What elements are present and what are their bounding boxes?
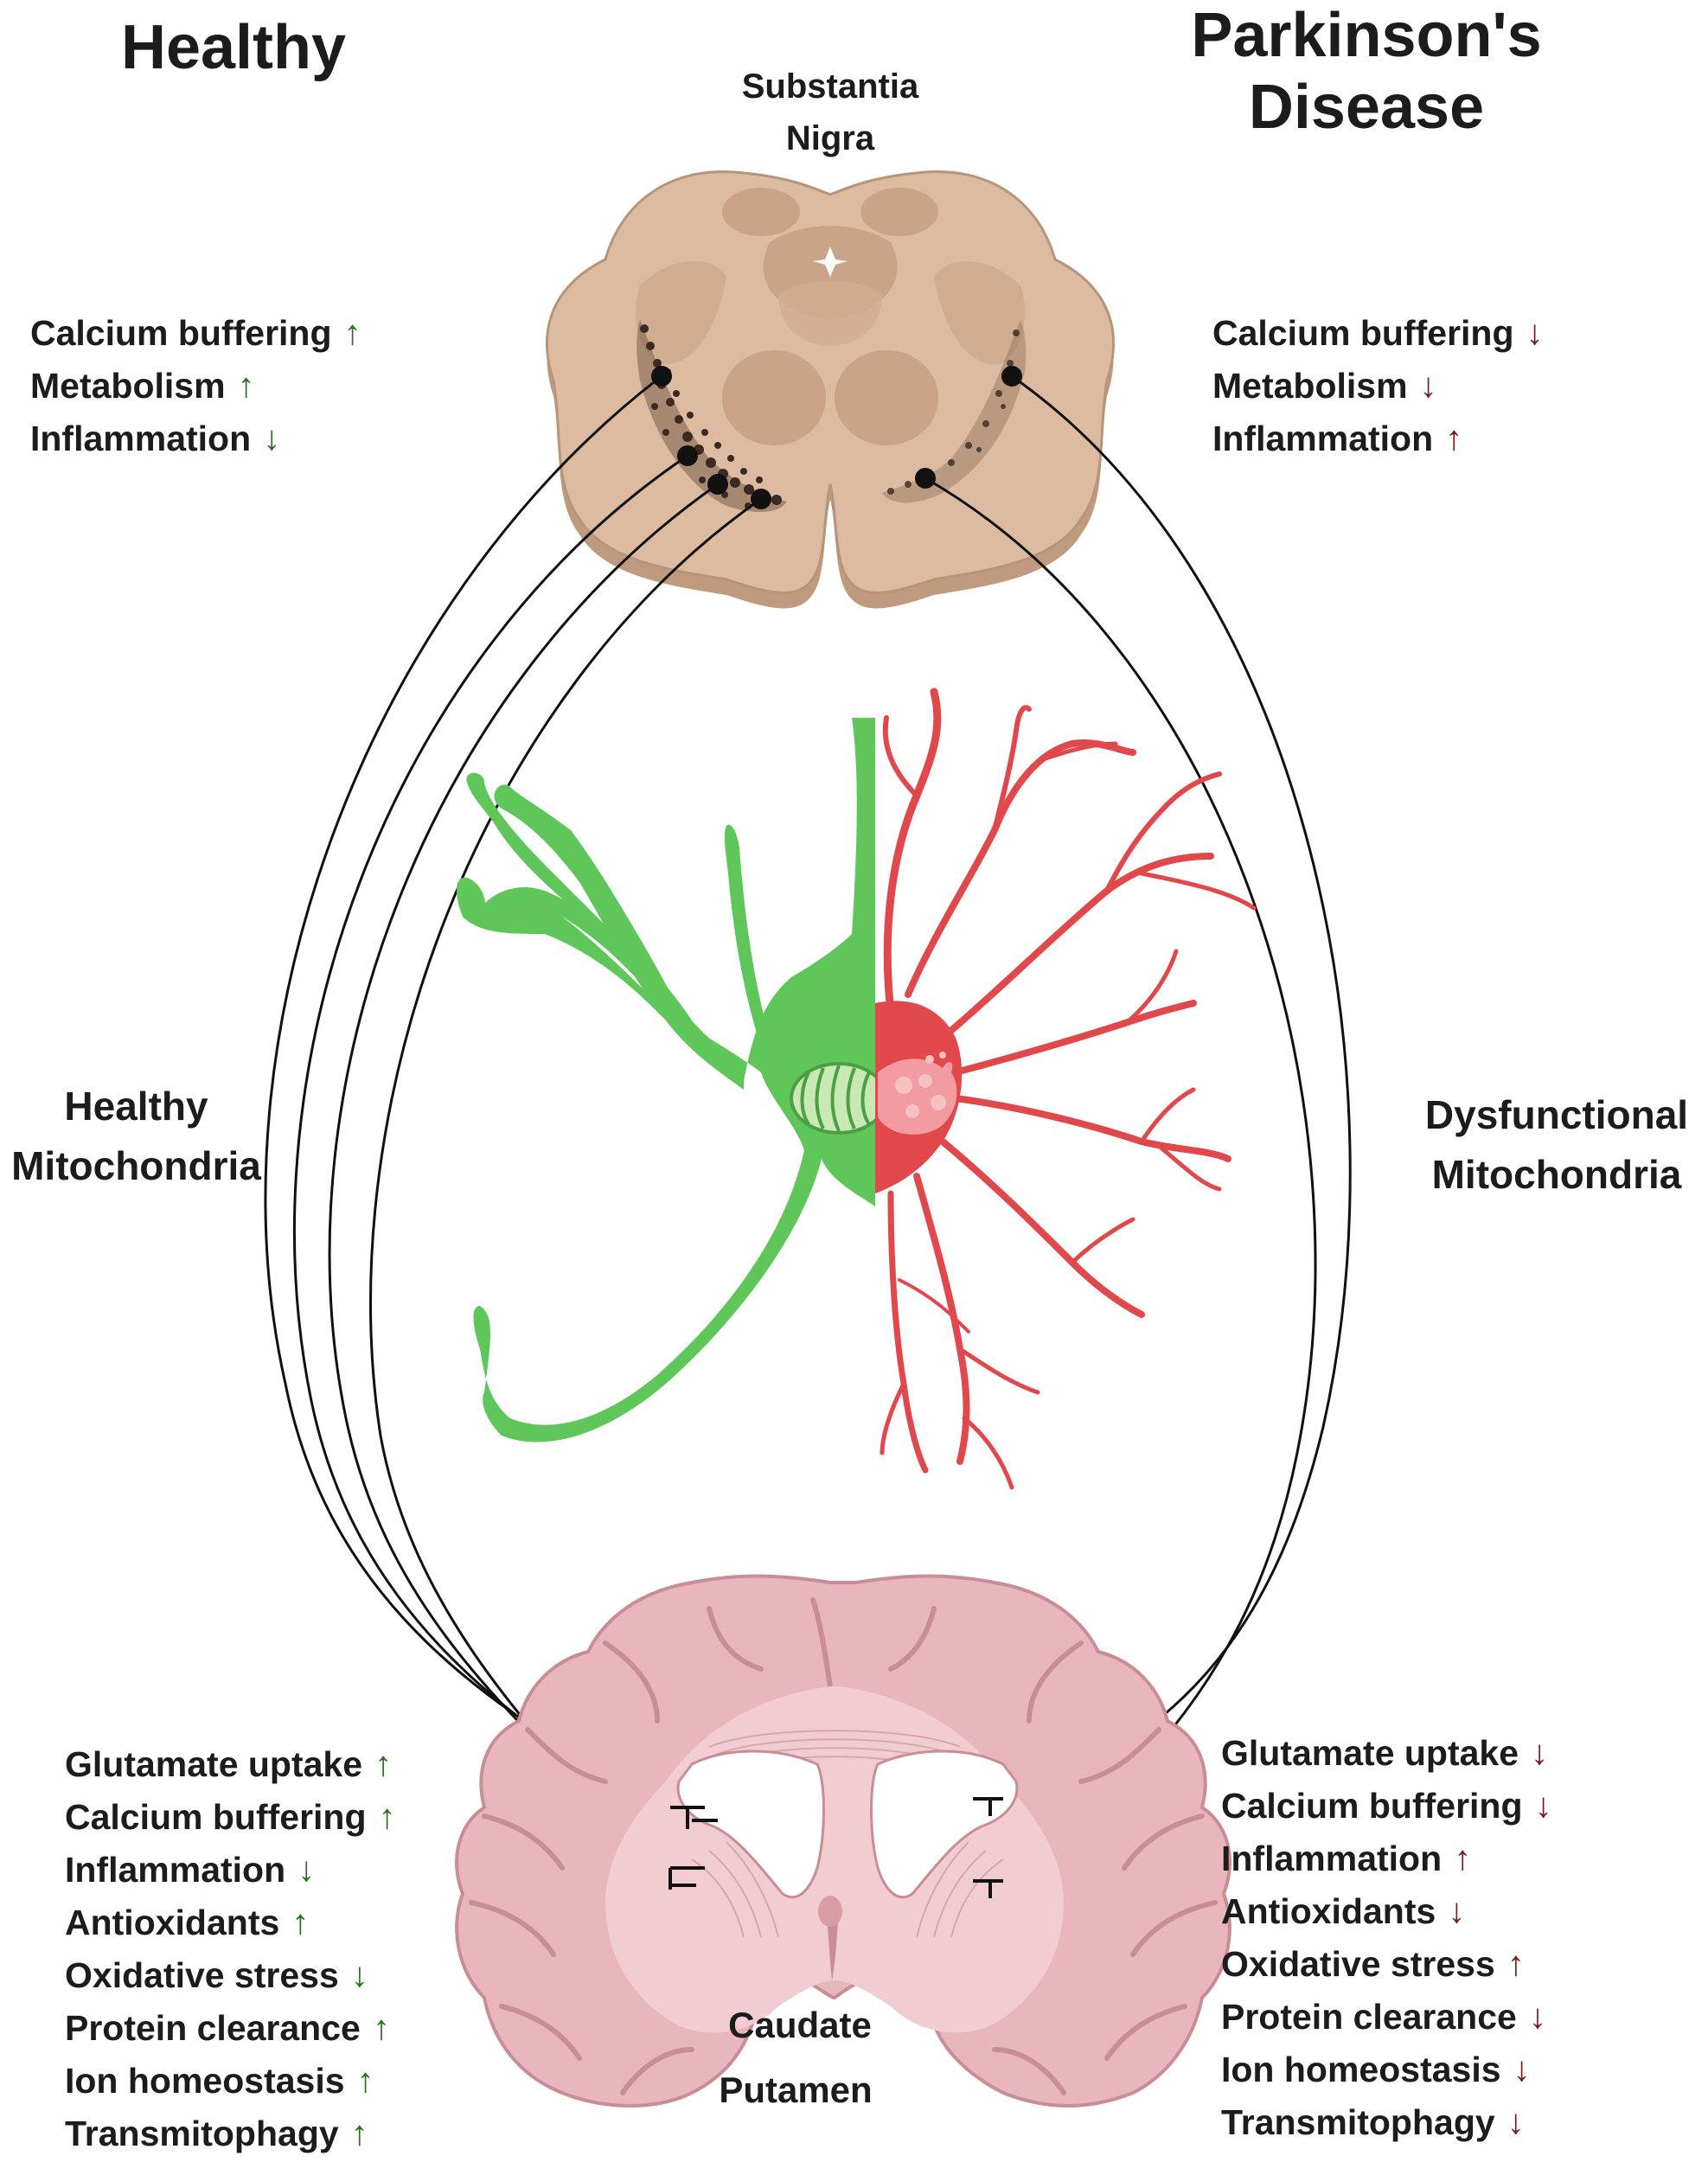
pd-neuron-list: Calcium buffering ↓ Metabolism ↓ Inflammatio… — [1212, 307, 1544, 465]
up-arrow-icon: ↑ — [372, 2009, 390, 2047]
up-arrow-icon: ↑ — [291, 1903, 310, 1941]
astrocyte-diseased-half — [875, 688, 1257, 1490]
up-arrow-icon: ↑ — [374, 1745, 393, 1783]
list-item: Metabolism ↓ — [1212, 360, 1544, 413]
property-label: Metabolism — [30, 366, 226, 406]
property-label: Calcium buffering — [65, 1797, 367, 1837]
list-item: Antioxidants ↓ — [1221, 1885, 1552, 1938]
brain-coronal-section — [455, 1574, 1231, 2108]
down-arrow-icon: ↓ — [1528, 1998, 1546, 2036]
healthy-mito-line2: Mitochondria — [11, 1143, 261, 1188]
pd-astrocyte-list: Glutamate uptake↓Calcium buffering↓Infla… — [1221, 1727, 1552, 2149]
list-item: Calcium buffering ↑ — [30, 307, 361, 360]
midbrain-section — [546, 170, 1115, 609]
down-arrow-icon: ↓ — [1526, 314, 1544, 352]
healthy-neuron-list: Calcium buffering ↑ Metabolism ↑ Inflammatio… — [30, 307, 361, 465]
down-arrow-icon: ↓ — [297, 1851, 316, 1889]
up-arrow-icon: ↑ — [343, 314, 361, 352]
parkinsons-title-line1: Parkinson's — [1191, 1, 1542, 70]
substantia-nigra-label: Substantia Nigra — [700, 61, 960, 164]
parkinsons-title: Parkinson's Disease — [1150, 0, 1583, 144]
down-arrow-icon: ↓ — [1419, 367, 1437, 405]
lateral-ventricle-right — [870, 1749, 1019, 1899]
property-label: Calcium buffering — [1212, 313, 1514, 353]
property-label: Ion homeostasis — [65, 2061, 345, 2101]
property-label: Oxidative stress — [65, 1955, 339, 1995]
list-item: Oxidative stress ↓ — [65, 1949, 396, 2002]
down-arrow-icon: ↓ — [1531, 1734, 1549, 1772]
up-arrow-icon: ↑ — [1454, 1839, 1472, 1877]
healthy-title-text: Healthy — [120, 13, 347, 82]
list-item: Calcium buffering ↑ — [65, 1791, 396, 1844]
healthy-astrocyte-list: Glutamate uptake↑Calcium buffering↑Infla… — [65, 1738, 396, 2160]
substantia-line2: Nigra — [785, 119, 875, 157]
list-item: Oxidative stress ↑ — [1221, 1938, 1552, 1991]
up-arrow-icon: ↑ — [1506, 1945, 1525, 1983]
putamen-text: Putamen — [719, 2069, 873, 2110]
property-label: Transmitophagy — [65, 2114, 339, 2153]
property-label: Antioxidants — [1221, 1891, 1436, 1931]
putamen-label: Putamen — [683, 2063, 908, 2117]
healthy-mito-line1: Healthy — [64, 1084, 208, 1129]
list-item: Inflammation ↑ — [1221, 1833, 1552, 1885]
dys-mito-line1: Dysfunctional — [1424, 1092, 1689, 1137]
up-arrow-icon: ↑ — [350, 2114, 368, 2152]
list-item: Glutamate uptake ↓ — [1221, 1727, 1552, 1780]
list-item: Glutamate uptake ↑ — [65, 1738, 396, 1791]
property-label: Calcium buffering — [1221, 1786, 1523, 1826]
list-item: Protein clearance ↑ — [65, 2002, 396, 2055]
list-item: Ion homeostasis ↑ — [65, 2055, 396, 2108]
property-label: Glutamate uptake — [1221, 1733, 1519, 1773]
property-label: Protein clearance — [65, 2008, 361, 2048]
list-item: Inflammation ↓ — [30, 413, 361, 465]
list-item: Calcium buffering ↓ — [1221, 1780, 1552, 1833]
property-label: Protein clearance — [1221, 1997, 1517, 2037]
parkinsons-title-line2: Disease — [1248, 72, 1485, 142]
caudate-text: Caudate — [728, 2005, 872, 2045]
property-label: Inflammation — [1212, 419, 1434, 458]
property-label: Oxidative stress — [1221, 1944, 1495, 1984]
list-item: Transmitophagy ↑ — [65, 2108, 396, 2160]
down-arrow-icon: ↓ — [263, 419, 281, 457]
healthy-title: Healthy — [82, 12, 385, 84]
down-arrow-icon: ↓ — [1506, 2103, 1525, 2141]
list-item: Calcium buffering ↓ — [1212, 307, 1544, 360]
dysfunctional-mitochondria-label: Dysfunctional Mitochondria — [1405, 1085, 1708, 1205]
list-item: Inflammation ↑ — [1212, 413, 1544, 465]
property-label: Inflammation — [30, 419, 252, 458]
list-item: Transmitophagy ↓ — [1221, 2096, 1552, 2149]
property-label: Ion homeostasis — [1221, 2050, 1501, 2089]
property-label: Transmitophagy — [1221, 2102, 1495, 2142]
property-label: Calcium buffering — [30, 313, 332, 353]
down-arrow-icon: ↓ — [1534, 1787, 1552, 1825]
up-arrow-icon: ↑ — [1445, 419, 1463, 457]
dys-mito-line2: Mitochondria — [1431, 1152, 1682, 1197]
healthy-mitochondria-label: Healthy Mitochondria — [0, 1077, 272, 1196]
down-arrow-icon: ↓ — [350, 1956, 368, 1994]
substantia-line1: Substantia — [741, 67, 919, 106]
property-label: Antioxidants — [65, 1903, 280, 1942]
property-label: Inflammation — [1221, 1839, 1443, 1878]
list-item: Inflammation ↓ — [65, 1844, 396, 1897]
astrocyte-healthy-half — [457, 718, 888, 1442]
substantia-nigra-right — [882, 320, 1027, 503]
up-arrow-icon: ↑ — [237, 367, 255, 405]
list-item: Ion homeostasis ↓ — [1221, 2044, 1552, 2096]
caudate-label: Caudate — [692, 1998, 908, 2052]
down-arrow-icon: ↓ — [1448, 1892, 1466, 1930]
down-arrow-icon: ↓ — [1513, 2050, 1531, 2088]
list-item: Metabolism ↑ — [30, 360, 361, 413]
list-item: Protein clearance ↓ — [1221, 1991, 1552, 2044]
property-label: Inflammation — [65, 1850, 286, 1890]
property-label: Glutamate uptake — [65, 1744, 363, 1784]
property-label: Metabolism — [1212, 366, 1408, 406]
up-arrow-icon: ↑ — [378, 1798, 396, 1836]
up-arrow-icon: ↑ — [356, 2062, 374, 2100]
substantia-nigra-left — [637, 320, 787, 512]
list-item: Antioxidants ↑ — [65, 1897, 396, 1949]
lateral-ventricle-left — [676, 1749, 825, 1899]
